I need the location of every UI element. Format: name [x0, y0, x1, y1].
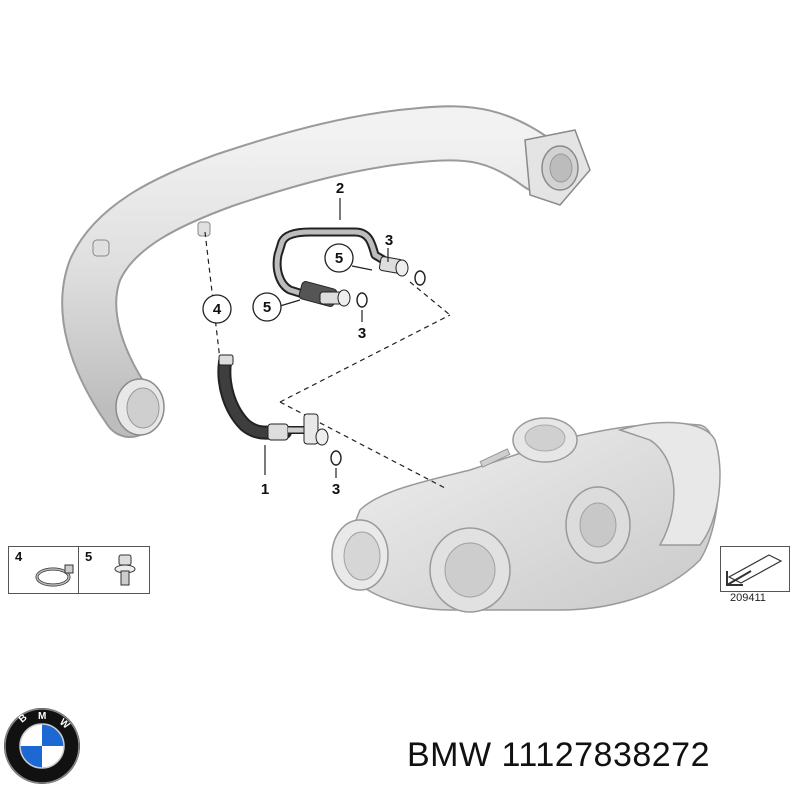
- callout-circles: [202, 243, 354, 324]
- part-title: BMW 11127838272: [407, 736, 710, 775]
- callout-5-left: 5: [263, 299, 271, 316]
- bolt-icon: [114, 554, 136, 586]
- callout-3-lower: 3: [332, 481, 340, 498]
- diagram-number: 209411: [730, 592, 766, 604]
- charge-pipe: [61, 105, 591, 438]
- legend-label-5: 5: [85, 549, 93, 564]
- brand-name: BMW: [407, 736, 492, 774]
- legend-item-5: 5: [78, 546, 150, 594]
- legend-label-4: 4: [15, 549, 23, 564]
- callout-leaders: [264, 198, 389, 478]
- svg-text:M: M: [38, 711, 46, 722]
- part-2-oil-pipe: [272, 227, 409, 307]
- callout-5-right: 5: [335, 250, 343, 267]
- o-rings: [330, 270, 426, 466]
- part-number: 11127838272: [501, 736, 711, 774]
- leader-lines: [204, 231, 451, 489]
- orientation-arrow-icon: [726, 554, 783, 586]
- callout-1: 1: [261, 481, 269, 498]
- turbocharger: [331, 417, 721, 613]
- callout-2: 2: [336, 180, 344, 197]
- hose-clamp-icon: [35, 564, 74, 587]
- legend-item-4: 4: [8, 546, 80, 594]
- callout-3-middle: 3: [358, 325, 366, 342]
- callout-4: 4: [213, 301, 222, 318]
- orientation-symbol-box: [720, 546, 790, 592]
- part-1-oil-hose: [217, 354, 329, 446]
- bmw-logo-icon: B M W: [4, 708, 80, 784]
- callout-3-upper: 3: [385, 232, 393, 249]
